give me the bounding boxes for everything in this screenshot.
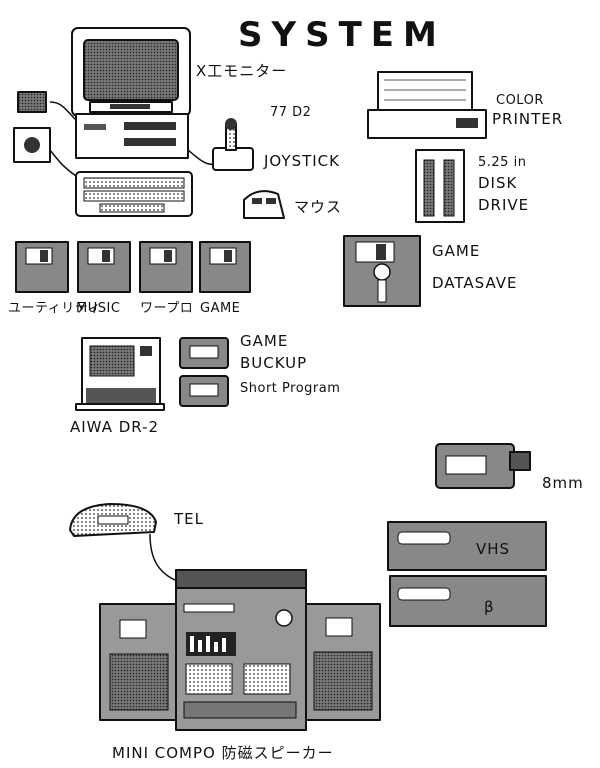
tape-label-line3: Short Program [240, 381, 340, 396]
disk-drive-icon [415, 149, 465, 223]
tape-label-line1: GAME [240, 332, 288, 350]
floppy-label-wordpro: ワープロ [140, 301, 193, 316]
video-camera-icon [435, 443, 531, 489]
telephone-icon [69, 503, 157, 537]
monitor-label: X工モニター [196, 62, 287, 80]
crt-monitor-icon [71, 27, 191, 117]
floppy-disk-icon [199, 241, 251, 293]
side-device-icon [13, 91, 51, 163]
large-floppy-icon [343, 235, 421, 307]
joystick-icon [212, 118, 254, 171]
mouse-icon [243, 190, 285, 219]
cassette-tape-icon [179, 337, 229, 369]
disk-label-line3: DRIVE [478, 196, 529, 214]
datasave-label-line2: DATASAVE [432, 274, 517, 292]
recorder-label: AIWA DR-2 [70, 418, 159, 436]
tel-label: TEL [173, 510, 204, 528]
disk-label-line1: 5.25 in [478, 155, 526, 170]
vhs-deck-icon [387, 521, 547, 571]
cassette-recorder-icon [75, 337, 165, 411]
page-title: SYSTEM [238, 15, 446, 55]
tape-label-line2: BUCKUP [240, 354, 307, 372]
vhs-label: VHS [476, 540, 510, 558]
printer-icon [367, 71, 487, 139]
mini-compo-icon [99, 569, 381, 731]
printer-label-line1: COLOR [496, 93, 544, 108]
beta-deck-icon [389, 575, 547, 627]
cassette-tape-icon [179, 375, 229, 407]
datasave-label-line1: GAME [432, 242, 480, 260]
camera-label: 8mm [542, 474, 584, 492]
floppy-label-music: MUSIC [76, 301, 120, 316]
floppy-label-utility: ユーティリティ [8, 301, 101, 316]
floppy-disk-icon [77, 241, 131, 293]
printer-label-line2: PRINTER [492, 110, 563, 128]
mouse-label: マウス [294, 198, 342, 216]
keyboard-icon [75, 171, 193, 217]
floppy-disk-icon [139, 241, 193, 293]
joystick-label: JOYSTICK [263, 152, 340, 170]
minicompo-label: MINI COMPO 防磁スピーカー [112, 744, 334, 762]
computer-unit-icon [75, 113, 189, 159]
floppy-label-game: GAME [200, 301, 240, 316]
disk-label-line2: DISK [478, 174, 517, 192]
computer-label: 77 D2 [270, 105, 311, 120]
beta-label: β [484, 598, 495, 616]
floppy-disk-icon [15, 241, 69, 293]
